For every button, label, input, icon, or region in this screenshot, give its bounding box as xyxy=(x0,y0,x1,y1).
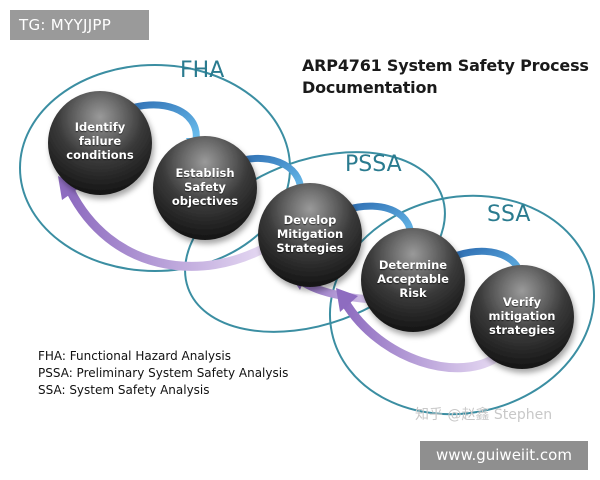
node-establish: Establish Safety objectives xyxy=(145,166,265,208)
node-develop-line-1: Develop xyxy=(283,213,337,227)
node-develop-circle xyxy=(258,183,362,287)
node-establish-line-1: Establish xyxy=(175,166,235,180)
node-identify-circle xyxy=(48,91,152,195)
node-develop: Develop Mitigation Strategies xyxy=(250,213,370,255)
legend-item-pssa: PSSA: Preliminary System Safety Analysis xyxy=(38,366,289,380)
node-verify-line-1: Verify xyxy=(502,295,542,309)
node-develop-line-3: Strategies xyxy=(276,241,344,255)
legend-item-ssa: SSA: System Safety Analysis xyxy=(38,383,210,397)
title-line-2: Documentation xyxy=(302,78,438,97)
node-identify-line-3: conditions xyxy=(66,148,134,162)
feedback-arrow-develop-to-identify xyxy=(65,185,275,271)
feedback-arrow-verify-to-determine xyxy=(340,297,505,373)
title-line-1: ARP4761 System Safety Process xyxy=(302,56,589,75)
watermark: 知乎 @赵鑫 Stephen xyxy=(415,407,553,423)
node-verify-line-2: mitigation xyxy=(488,309,556,323)
node-identify: Identify failure conditions xyxy=(40,120,160,162)
node-establish-line-3: objectives xyxy=(171,194,239,208)
node-verify-circle xyxy=(470,265,574,369)
node-determine-circle xyxy=(361,228,465,332)
node-establish-circle xyxy=(153,136,257,240)
node-develop-line-2: Mitigation xyxy=(276,227,344,241)
legend-item-fha: FHA: Functional Hazard Analysis xyxy=(38,349,231,363)
node-verify: Verify mitigation strategies xyxy=(462,295,582,337)
feedback-arrowhead-determine xyxy=(336,288,358,312)
tg-tag: TG: MYYJJPP xyxy=(10,10,149,40)
node-identify-line-2: failure xyxy=(78,134,122,148)
site-label: www.guiweiit.com xyxy=(420,441,588,470)
node-establish-line-2: Safety xyxy=(184,180,226,194)
node-determine-line-1: Determine xyxy=(378,258,448,272)
node-determine-line-3: Risk xyxy=(399,286,427,300)
group-label-fha: FHA xyxy=(180,58,225,83)
group-label-ssa: SSA xyxy=(487,202,531,227)
group-label-pssa: PSSA xyxy=(345,152,402,177)
feedback-arrowhead-identify xyxy=(58,176,82,200)
ssa-ring xyxy=(328,194,596,416)
diagram-title: ARP4761 System Safety Process Documentat… xyxy=(302,55,592,99)
node-verify-line-3: strategies xyxy=(489,323,555,337)
node-determine: Determine Acceptable Risk xyxy=(353,258,473,300)
node-determine-line-2: Acceptable xyxy=(377,272,449,286)
legend: FHA: Functional Hazard Analysis PSSA: Pr… xyxy=(38,348,288,399)
node-identify-line-1: Identify xyxy=(74,120,126,134)
